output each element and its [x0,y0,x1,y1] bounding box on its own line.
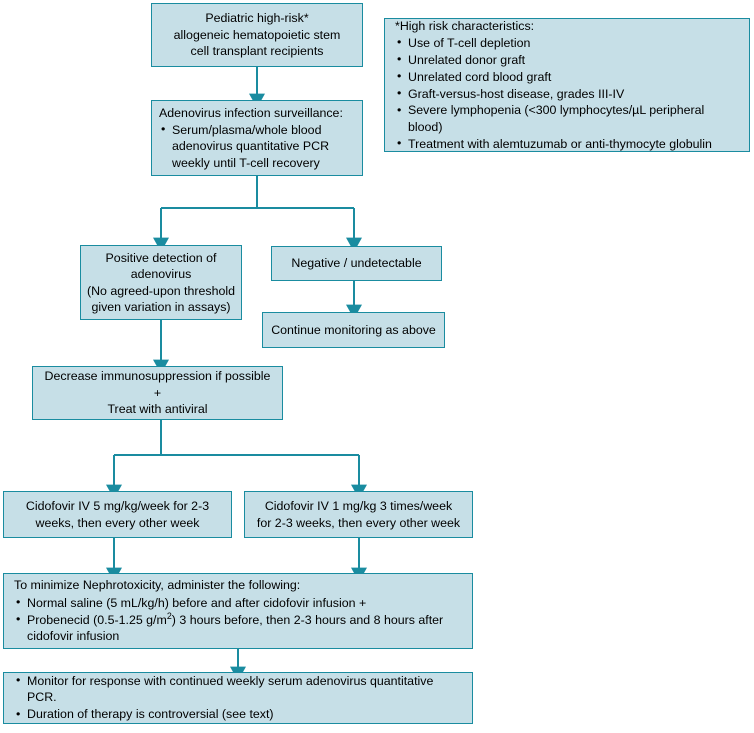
followup-list: Monitor for response with continued week… [14,672,462,723]
high-risk-item: Use of T-cell depletion [395,34,739,51]
high-risk-item: Severe lymphopenia (<300 lymphocytes/µL … [395,102,739,135]
nephrotoxicity-item: Probenecid (0.5-1.25 g/m2) 3 hours befor… [14,610,462,645]
surveillance-item-line-1: Serum/plasma/whole blood [172,122,322,137]
positive-line-1: Positive detection of [105,250,217,265]
node-positive-detection: Positive detection of adenovirus (No agr… [80,245,242,320]
positive-line-3: (No agreed-upon threshold [86,283,236,298]
nephrotoxicity-header: To minimize Nephrotoxicity, administer t… [14,578,301,593]
node-continue-monitoring: Continue monitoring as above [262,312,445,348]
high-risk-item: Unrelated cord blood graft [395,68,739,85]
positive-line-2: adenovirus [130,267,192,282]
node-cidofovir-thrice-weekly: Cidofovir IV 1 mg/kg 3 times/week for 2-… [244,491,473,538]
treatment-line-3: Treat with antiviral [107,402,208,417]
negative-line-1: Negative / undetectable [291,256,422,271]
continue-monitoring-line-1: Continue monitoring as above [271,322,436,337]
surveillance-item-line-2: adenovirus quantitative PCR [172,139,330,154]
node-followup-monitoring: Monitor for response with continued week… [3,672,473,724]
population-line-1: Pediatric high-risk* [205,11,309,26]
node-negative-undetectable: Negative / undetectable [271,246,442,281]
surveillance-header: Adenovirus infection surveillance: [159,105,343,120]
nephrotoxicity-item: Normal saline (5 mL/kg/h) before and aft… [14,594,462,611]
nephrotoxicity-item2-part2: ) 3 hours before, then 2-3 hours and 8 h… [27,612,444,643]
treatment-line-1: Decrease immunosuppression if possible [44,369,271,384]
followup-item: Monitor for response with continued week… [14,672,462,706]
node-high-risk-characteristics: *High risk characteristics: Use of T-cel… [384,18,750,152]
cidofovir-weekly-line-2: weeks, then every other week [35,515,200,530]
population-line-2: allogeneic hematopoietic stem [173,27,341,42]
node-population: Pediatric high-risk* allogeneic hematopo… [151,3,363,67]
nephrotoxicity-item2-superscript: 2 [166,610,172,621]
treatment-line-2: + [153,385,162,400]
high-risk-list: Use of T-cell depletion Unrelated donor … [395,34,739,152]
node-cidofovir-weekly: Cidofovir IV 5 mg/kg/week for 2-3 weeks,… [3,491,232,538]
population-line-3: cell transplant recipients [190,44,324,59]
high-risk-header: *High risk characteristics: [395,18,535,33]
high-risk-item: Graft-versus-host disease, grades III-IV [395,85,739,102]
positive-line-4: given variation in assays) [91,299,231,314]
node-treatment: Decrease immunosuppression if possible +… [32,366,283,420]
surveillance-list: Serum/plasma/whole blood adenovirus quan… [159,121,355,171]
nephrotoxicity-item2-part1: Probenecid (0.5-1.25 g/m [27,612,167,627]
nephrotoxicity-list: Normal saline (5 mL/kg/h) before and aft… [14,594,462,645]
surveillance-item-line-3: weekly until T-cell recovery [172,155,320,170]
high-risk-item: Unrelated donor graft [395,51,739,68]
high-risk-item: Treatment with alemtuzumab or anti-thymo… [395,135,739,152]
node-surveillance: Adenovirus infection surveillance: Serum… [151,100,363,176]
cidofovir-thrice-line-2: for 2-3 weeks, then every other week [256,515,461,530]
node-nephrotoxicity-prophylaxis: To minimize Nephrotoxicity, administer t… [3,573,473,649]
followup-item: Duration of therapy is controversial (se… [14,706,462,723]
surveillance-item: Serum/plasma/whole blood adenovirus quan… [159,121,355,171]
cidofovir-weekly-line-1: Cidofovir IV 5 mg/kg/week for 2-3 [25,499,210,514]
cidofovir-thrice-line-1: Cidofovir IV 1 mg/kg 3 times/week [264,499,453,514]
